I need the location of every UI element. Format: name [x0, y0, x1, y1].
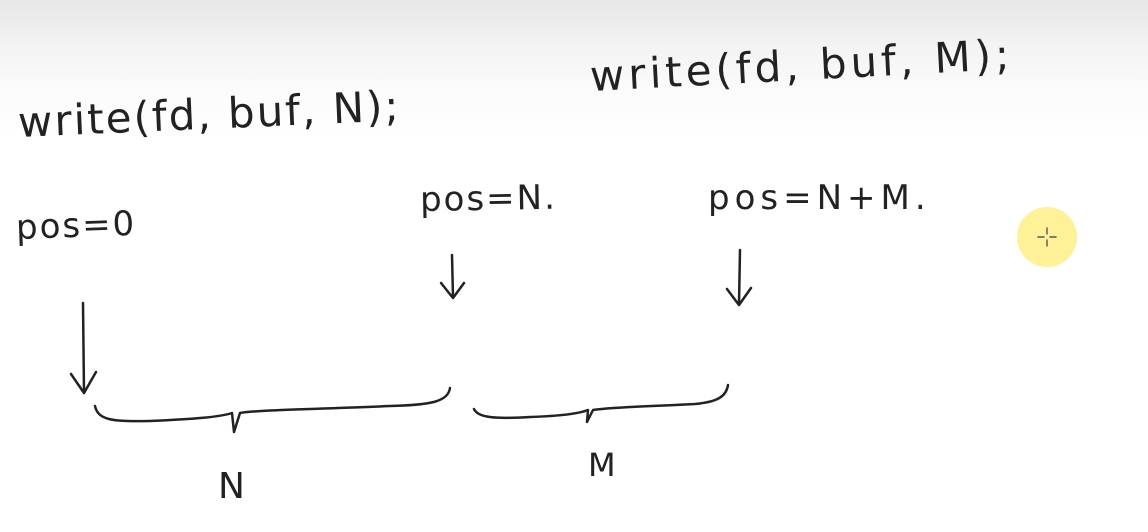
arrow-pos-n [439, 253, 466, 300]
position-label-start: pos=0 [15, 203, 137, 248]
position-label-n: pos=N. [419, 177, 558, 220]
segment-label-n: N [218, 466, 247, 507]
brace-m [472, 383, 730, 424]
brace-n [93, 386, 452, 434]
position-label-n-plus-m: pos=N+M. [708, 178, 931, 218]
pointer-highlight [1017, 207, 1077, 267]
arrow-pos-nm [725, 248, 753, 307]
segment-label-m: M [588, 446, 618, 484]
crosshair-icon [1037, 227, 1057, 247]
arrow-pos-0 [69, 301, 98, 395]
